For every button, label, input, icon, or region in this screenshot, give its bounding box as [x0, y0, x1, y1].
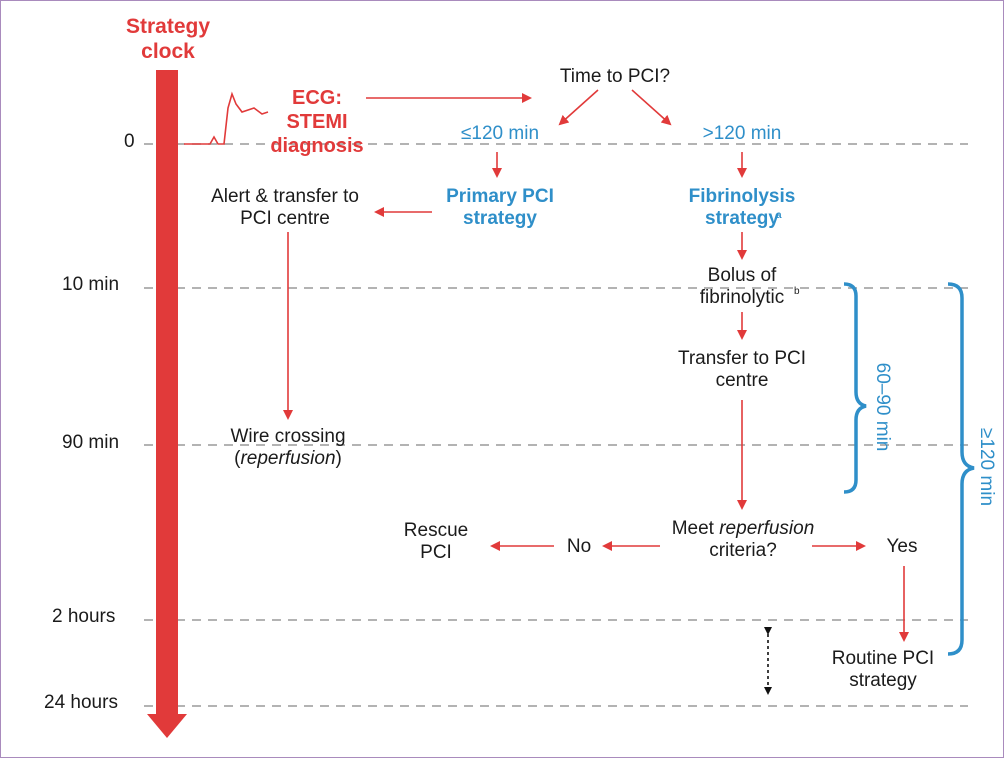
- fibrinolysis-strategy: Fibrinolysis strategy: [688, 186, 796, 229]
- wire-reperfusion-label: (reperfusion): [234, 448, 342, 469]
- time-label-10min: 10 min: [62, 274, 120, 295]
- bolus-of-fibrinolytic: Bolus of fibrinolytic: [699, 265, 785, 308]
- wire-crossing-label: Wire crossing: [230, 426, 346, 447]
- bracket-60-90: [843, 282, 867, 494]
- time-label-24hours: 24 hours: [44, 692, 118, 713]
- wire-crossing-node: Wire crossing (reperfusion): [208, 426, 368, 470]
- yes-label: Yes: [886, 536, 918, 557]
- time-to-pci-question: Time to PCI?: [559, 66, 671, 87]
- fibrinolysis-footnote: a: [776, 210, 782, 221]
- routine-pci-strategy: Routine PCI strategy: [831, 648, 935, 691]
- gt-120-min-label: >120 min: [702, 123, 782, 144]
- strategy-clock-arrow: [147, 70, 187, 738]
- time-label-2hours: 2 hours: [52, 606, 116, 627]
- no-label: No: [566, 536, 592, 557]
- ecg-stemi-diagnosis: ECG: STEMI diagnosis: [270, 87, 364, 157]
- alert-transfer-to-pci-centre: Alert & transfer to PCI centre: [211, 186, 359, 229]
- strategy-clock-title: Strategy clock: [125, 15, 211, 63]
- bracket-120-label: ≥120 min: [976, 427, 997, 507]
- time-label-90min: 90 min: [62, 432, 120, 453]
- meet-reperfusion-criteria: Meet reperfusion criteria?: [671, 518, 815, 561]
- bracket-60-90-label: 60–90 min: [872, 362, 893, 452]
- time-label-0: 0: [124, 131, 135, 152]
- ecg-trace-icon: [184, 91, 269, 145]
- bracket-120: [947, 282, 975, 656]
- arrow-time-to-gt120: [631, 89, 672, 126]
- bolus-footnote: b: [794, 286, 800, 297]
- rescue-pci: Rescue PCI: [403, 520, 469, 563]
- arrow-time-to-le120: [558, 89, 599, 126]
- le-120-min-label: ≤120 min: [460, 123, 540, 144]
- primary-pci-strategy: Primary PCI strategy: [446, 186, 554, 229]
- transfer-to-pci-centre: Transfer to PCI centre: [677, 348, 807, 391]
